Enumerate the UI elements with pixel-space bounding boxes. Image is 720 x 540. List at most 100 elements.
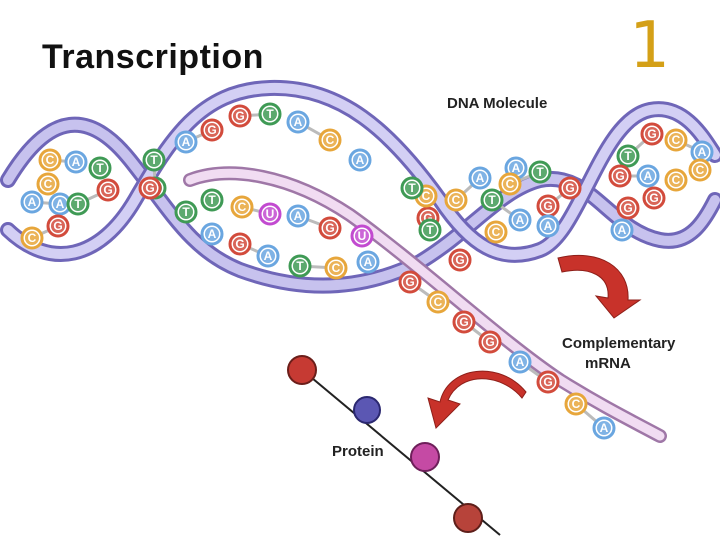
nucleotide-letter: C [326, 133, 335, 147]
nucleotide-fill [503, 177, 517, 191]
label-complementary: Complementary [562, 335, 676, 352]
nucleotide-g: G [46, 214, 70, 238]
nucleotide-fill [541, 219, 555, 233]
nucleotide-t: T [88, 156, 112, 180]
arrow-mrna-to-protein [427, 370, 527, 429]
nucleotide-letter: A [512, 161, 521, 175]
nucleotide-t: T [528, 160, 552, 184]
nucleotide-fill [263, 207, 277, 221]
nucleotide-c: C [38, 148, 62, 172]
nucleotide-fill [235, 200, 249, 214]
nucleotide-t: T [418, 218, 442, 242]
nucleotide-letter: A [294, 115, 303, 129]
nucleotide-fill [403, 275, 417, 289]
nucleotide-letter: A [356, 153, 365, 167]
nucleotide-a: A [636, 164, 660, 188]
nucleotide-g: G [398, 270, 422, 294]
nucleotide-fill [489, 225, 503, 239]
nucleotide-letter: A [28, 195, 37, 209]
mrna-backbone-fill [185, 168, 665, 441]
nucleotide-c: C [426, 290, 450, 314]
nucleotide-fill [329, 261, 343, 275]
nucleotide-fill [563, 181, 577, 195]
nucleotide-u: U [258, 202, 282, 226]
nucleotide-letter: C [28, 231, 37, 245]
nucleotide-fill [51, 219, 65, 233]
nucleotide-letter: C [672, 173, 681, 187]
nucleotide-letter: C [46, 153, 55, 167]
nucleotide-fill [43, 153, 57, 167]
nucleotide-fill [613, 169, 627, 183]
nucleotide-fill [533, 165, 547, 179]
nucleotide-fill [147, 153, 161, 167]
nucleotide-g: G [318, 216, 342, 240]
nucleotide-c: C [564, 392, 588, 416]
nucleotide-t: T [400, 176, 424, 200]
nucleotide-fill [669, 173, 683, 187]
nucleotide-g: G [640, 122, 664, 146]
nucleotide-a: A [508, 208, 532, 232]
nucleotide-fill [615, 223, 629, 237]
nucleotide-letter: G [623, 201, 632, 215]
nucleotide-letter: T [266, 107, 274, 121]
nucleotide-a: A [200, 222, 224, 246]
nucleotide-g: G [616, 196, 640, 220]
nucleotide-fill [291, 115, 305, 129]
nucleotide-fill [693, 163, 707, 177]
nucleotide-letter: A [56, 197, 65, 211]
nucleotide-fill [513, 213, 527, 227]
nucleotide-letter: A [364, 255, 373, 269]
nucleotide-letter: T [96, 161, 104, 175]
nucleotide-g: G [608, 164, 632, 188]
nucleotide-letter: T [624, 149, 632, 163]
nucleotide-fill [361, 255, 375, 269]
nucleotide-c: C [20, 226, 44, 250]
nucleotide-letter: C [452, 193, 461, 207]
nucleotide-fill [353, 153, 367, 167]
nucleotide-letter: C [332, 261, 341, 275]
nucleotide-fill [483, 335, 497, 349]
nucleotide-fill [513, 355, 527, 369]
nucleotide-letter: G [649, 191, 658, 205]
nucleotide-letter: A [618, 223, 627, 237]
nucleotide-c: C [688, 158, 712, 182]
nucleotide-g: G [228, 104, 252, 128]
nucleotide-letter: G [455, 253, 464, 267]
nucleotide-letter: G [615, 169, 624, 183]
nucleotide-fill [569, 397, 583, 411]
nucleotide-fill [423, 223, 437, 237]
nucleotide-c: C [36, 172, 60, 196]
nucleotide-fill [485, 193, 499, 207]
nucleotide-fill [509, 161, 523, 175]
nucleotide-t: T [200, 188, 224, 212]
nucleotide-fill [25, 195, 39, 209]
nucleotide-t: T [258, 102, 282, 126]
nucleotide-letter: G [103, 183, 112, 197]
nucleotide-fill [53, 197, 67, 211]
nucleotide-letter: G [325, 221, 334, 235]
nucleotide-letter: C [572, 397, 581, 411]
nucleotide-letter: A [182, 135, 191, 149]
nucleotide-a: A [48, 192, 72, 216]
nucleotide-g: G [448, 248, 472, 272]
nucleotide-a: A [286, 110, 310, 134]
nucleotide-letter: G [485, 335, 494, 349]
nucleotide-fill [453, 253, 467, 267]
nucleotide-fill [355, 229, 369, 243]
nucleotide-g: G [452, 310, 476, 334]
nucleotide-c: C [664, 128, 688, 152]
nucleotide-letter: U [358, 229, 367, 243]
nucleotide-letter: T [150, 153, 158, 167]
nucleotide-g: G [200, 118, 224, 142]
nucleotide-a: A [256, 244, 280, 268]
nucleotide-letter: T [74, 197, 82, 211]
nucleotide-fill [205, 227, 219, 241]
nucleotide-fill [93, 161, 107, 175]
nucleotide-fill [71, 197, 85, 211]
nucleotide-letter: C [44, 177, 53, 191]
nucleotide-a: A [536, 214, 560, 238]
nucleotide-letter: G [459, 315, 468, 329]
nucleotide-fill [233, 237, 247, 251]
